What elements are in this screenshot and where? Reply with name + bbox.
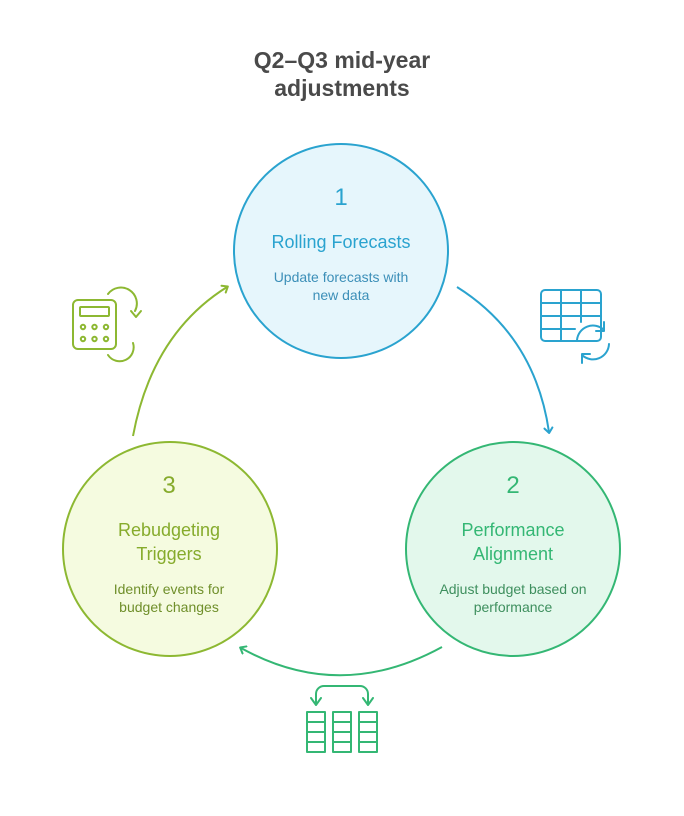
node-3-description-line-1: Identify events for [113, 581, 225, 597]
node-1-title-text: Rolling Forecasts [271, 232, 411, 252]
node-2-title-line-2: Alignment [472, 544, 554, 564]
node-2-description-line-2: performance [473, 599, 553, 615]
node-3-description-line-2: budget changes [119, 599, 219, 615]
spreadsheet-refresh-icon [540, 289, 610, 364]
transfer-columns-icon [306, 685, 378, 753]
arrow-1-to-2 [456, 286, 554, 434]
node-1-description-line-1: Update forecasts with [273, 269, 409, 285]
node-1-circle [233, 143, 449, 359]
node-3-circle [62, 441, 278, 657]
node-3-title: Rebudgeting Triggers [74, 518, 264, 566]
node-2-title: Performance Alignment [418, 518, 608, 566]
arrow-3-to-1 [132, 284, 229, 437]
calculator-cycle-icon [72, 286, 142, 363]
diagram-title: Q2–Q3 mid-year adjustments [0, 46, 684, 102]
title-line-1: Q2–Q3 mid-year [253, 47, 431, 73]
node-3: 3 Rebudgeting Triggers Identify events f… [74, 472, 264, 616]
node-1-description-line-2: new data [312, 287, 370, 303]
node-1-description: Update forecasts with new data [246, 268, 436, 304]
node-1-title: Rolling Forecasts [246, 230, 436, 254]
node-2: 2 Performance Alignment Adjust budget ba… [418, 472, 608, 616]
node-2-title-line-1: Performance [461, 520, 565, 540]
node-2-description-line-1: Adjust budget based on [439, 581, 587, 597]
title-line-2: adjustments [274, 75, 410, 101]
node-2-number: 2 [506, 472, 520, 499]
node-1: 1 Rolling Forecasts Update forecasts wit… [246, 184, 436, 304]
node-3-description: Identify events for budget changes [74, 580, 264, 616]
node-2-description: Adjust budget based on performance [418, 580, 608, 616]
node-3-title-line-1: Rebudgeting [117, 520, 221, 540]
node-3-title-line-2: Triggers [136, 544, 202, 564]
arrow-2-to-3 [239, 645, 443, 677]
node-2-circle [405, 441, 621, 657]
node-3-number: 3 [162, 472, 176, 499]
node-1-number: 1 [334, 184, 348, 211]
